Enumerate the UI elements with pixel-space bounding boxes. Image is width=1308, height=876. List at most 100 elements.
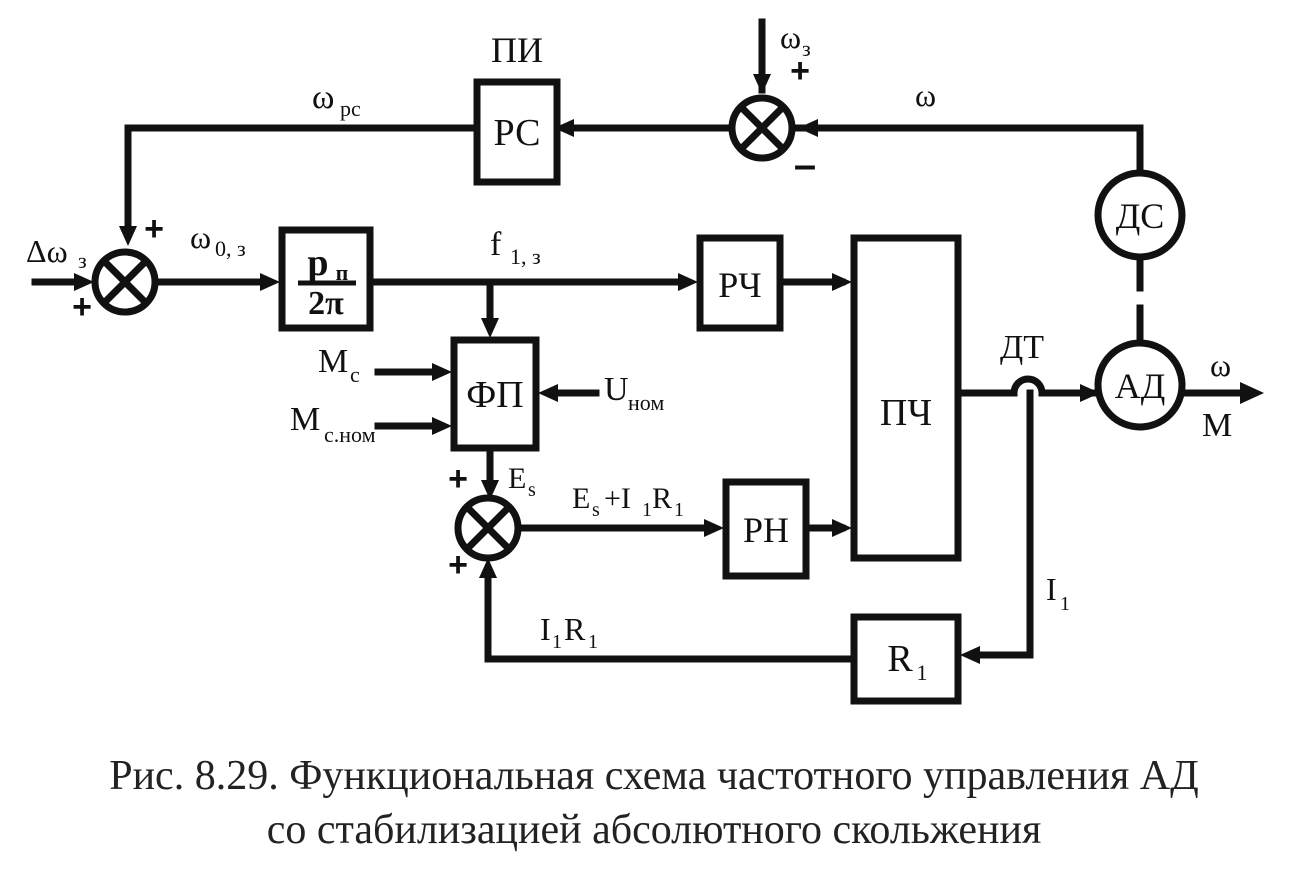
svg-text:ω: ω [190,219,211,255]
arrowhead [432,417,452,435]
svg-text:с: с [350,362,360,387]
svg-text:E: E [572,482,590,515]
signal-es-plus-i1r1: E s +I 1 R 1 [572,482,684,521]
figure-caption-line2: со стабилизацией абсолютного скольжения [266,807,1042,853]
svg-text:U: U [604,371,629,408]
arrowhead [960,646,980,664]
resistance-label-sub: 1 [917,660,928,685]
sign-plus: + [448,546,468,584]
signal-unom: U ном [604,371,664,415]
arrowhead [1240,382,1264,404]
svg-text:с.ном: с.ном [324,422,376,447]
signal-es: E s [508,462,536,501]
svg-text:1: 1 [642,499,652,521]
arrowhead [538,384,558,402]
voltage-regulator-block: РН [722,478,810,580]
svg-text:E: E [508,462,526,495]
arrowhead [554,119,574,137]
frequency-converter-block: ПЧ [850,234,962,562]
current-sensor-label: ДТ [1000,329,1044,366]
arrowhead [753,74,771,94]
signal-f1: f 1, з [490,226,541,269]
arrowhead [74,273,94,291]
svg-text:М: М [318,343,348,380]
wire-current-feedback [968,389,1034,659]
svg-text:s: s [592,499,600,521]
signal-omega-feedback: ω [915,77,936,113]
function-converter-label: ФП [466,374,523,416]
frequency-regulator-block: РЧ [696,234,784,332]
arrowhead [479,558,497,578]
signal-omega-ref: ω з [780,19,811,61]
speed-sensor: ДС [1094,169,1186,261]
svg-text:s: s [528,479,536,501]
sign-plus: + [144,210,164,248]
arrowhead [260,273,280,291]
arrowhead [798,119,818,137]
gain-block: p п 2π [278,226,374,332]
gain-numerator: p [307,242,328,284]
induction-motor: АД [1094,339,1186,431]
arrowhead [119,226,137,246]
signal-output-m: М [1202,407,1232,444]
sign-minus: – [794,143,816,187]
svg-text:рс: рс [340,96,361,121]
wire-r1-to-sum3 [484,570,856,663]
figure-caption-line1: Рис. 8.29. Функциональная схема частотно… [109,753,1199,799]
signal-i1: I 1 [1046,571,1070,615]
pi-label: ПИ [491,30,543,70]
svg-text:1, з: 1, з [510,244,541,269]
wire-omega-feedback [794,124,1144,176]
summing-junction-speed [728,94,796,162]
arrowhead [704,519,724,537]
sign-plus: + [448,460,468,498]
speed-regulator-label: РС [494,112,541,154]
summing-junction-voltage [454,494,522,562]
sign-plus: + [790,52,810,90]
arrowhead [832,519,852,537]
svg-text:ω: ω [780,19,801,55]
svg-text:1: 1 [1060,593,1070,615]
signal-output-omega: ω [1210,347,1231,383]
svg-text:R: R [564,611,586,647]
function-converter-block: ФП [450,336,540,452]
svg-text:I: I [1046,571,1057,607]
resistance-label: R [887,638,913,680]
svg-text:+I: +I [604,482,631,515]
svg-text:1: 1 [552,631,562,653]
frequency-converter-label: ПЧ [880,392,932,434]
svg-text:ω: ω [312,79,334,116]
gain-numerator-sub: п [336,260,349,285]
frequency-regulator-label: РЧ [718,265,761,305]
svg-text:R: R [652,482,672,515]
signal-delta-omega: Δω з [26,233,87,273]
wire-converter-to-ad [956,375,1102,397]
arrowhead [1080,384,1100,402]
gain-denominator: 2π [308,285,344,322]
svg-text:1: 1 [588,631,598,653]
induction-motor-label: АД [1115,366,1166,406]
signal-omega-rs: ω рс [312,79,361,121]
svg-text:0, з: 0, з [215,236,246,261]
arrowhead [678,273,698,291]
arrowhead [832,273,852,291]
signal-i1r1: I 1 R 1 [540,611,598,653]
sign-plus: + [72,288,92,326]
svg-text:Δω: Δω [26,233,68,269]
signal-mc: М с [318,343,360,387]
arrowhead [432,363,452,381]
speed-sensor-label: ДС [1116,196,1165,236]
voltage-regulator-label: РН [743,510,789,550]
svg-text:f: f [490,226,502,263]
speed-regulator-block: РС [473,78,561,186]
summing-junction-slip [91,248,159,316]
arrowhead [481,318,499,338]
svg-text:з: з [78,248,87,273]
resistance-block: R 1 [850,613,962,705]
svg-text:ном: ном [628,390,664,415]
svg-text:I: I [540,611,551,647]
wire-pc-to-sum2 [124,124,478,239]
arrowhead [481,480,499,500]
svg-text:з: з [802,36,811,61]
